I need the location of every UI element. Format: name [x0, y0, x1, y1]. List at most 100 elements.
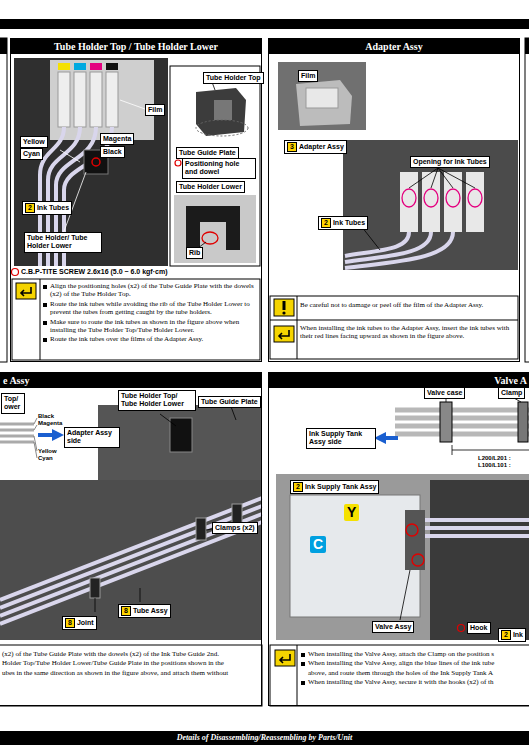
printer-photo — [58, 72, 70, 127]
color-label: Magenta — [100, 133, 134, 145]
tube-assy-photo — [0, 429, 34, 432]
valve-assy-drawing — [405, 510, 425, 570]
adapter-photo — [438, 168, 453, 188]
valve-assy-drawing — [400, 570, 410, 620]
color-label: Cyan — [20, 148, 43, 160]
valve-assy-drawing — [380, 436, 398, 440]
tube-assy-photo — [95, 598, 96, 612]
inset-drawing — [170, 66, 260, 266]
printer-photo — [60, 150, 80, 162]
valve-assy-drawing — [458, 625, 465, 632]
valve-assy-drawing — [280, 654, 290, 663]
printer-photo — [106, 63, 118, 70]
valve-assy-drawing — [406, 524, 418, 536]
adapter-photo — [278, 62, 366, 130]
callout-number: 2 — [293, 482, 303, 492]
valve-assy-drawing — [446, 397, 529, 455]
tube-assy-photo — [0, 645, 262, 706]
label-text: Hook — [470, 624, 488, 631]
part-label: Clamps (x2) — [212, 522, 258, 534]
tube-assy-photo — [0, 498, 262, 600]
note-text: Make sure to route the ink tubes as show… — [42, 318, 258, 335]
callout-number: 2 — [25, 203, 35, 213]
valve-assy-drawing — [297, 645, 298, 706]
valve-assy-drawing — [420, 534, 529, 538]
label-text: Tube Assy — [133, 607, 168, 614]
valve-assy-drawing — [275, 650, 295, 666]
label-text: Positioning hole and dowel — [185, 160, 239, 175]
adapter-photo — [438, 168, 475, 188]
footer-bar: Details of Disassembling/Reassembling by… — [0, 731, 529, 745]
callout-label: 8Tube Assy — [118, 604, 171, 618]
label-text: Joint — [77, 619, 94, 626]
part-label: Top/ ower — [1, 393, 25, 414]
adapter-photo — [343, 140, 518, 270]
section-title: Valve A — [269, 373, 529, 388]
tube-assy-photo — [0, 522, 262, 624]
notes-table — [297, 296, 298, 359]
part-label: Tube Holder Top — [203, 72, 264, 84]
caution-note: Be careful not to damage or peel off the… — [300, 301, 516, 310]
valve-assy-drawing — [420, 520, 529, 536]
page-frame — [525, 38, 529, 54]
inset-drawing — [186, 206, 240, 250]
tube-assy-photo — [90, 578, 100, 598]
tube-assy-photo — [0, 404, 262, 706]
install-note: When installing the ink tubes to the Ada… — [300, 324, 516, 342]
label-text: Film — [301, 72, 315, 79]
inset-drawing — [202, 232, 218, 244]
callout-number: 8 — [65, 618, 75, 628]
inset-drawing — [174, 195, 256, 263]
callout-label: 2Ink — [498, 628, 526, 642]
inset-drawing — [170, 66, 260, 266]
part-label: Positioning hole and dowel — [182, 158, 256, 179]
valve-assy-drawing — [430, 480, 529, 640]
callout-number: 8 — [121, 606, 131, 616]
valve-assy-drawing — [452, 445, 453, 455]
adapter-photo — [306, 88, 338, 108]
printer-photo — [12, 58, 169, 276]
valve-assy-drawing — [452, 450, 529, 451]
tube-assy-photo — [0, 506, 262, 608]
tube-assy-photo — [196, 518, 206, 540]
color-label: Black — [38, 413, 54, 420]
valve-assy-drawing — [518, 402, 528, 442]
note-text: Align the positioning holes (x2) of the … — [42, 282, 258, 299]
valve-assy-drawing — [290, 495, 420, 617]
callout-label: 8Joint — [62, 616, 97, 630]
tube-assy-photo — [0, 435, 34, 438]
page-frame — [0, 38, 7, 362]
label-text: Valve case — [427, 389, 462, 396]
section-panel: Tube Holder Top / Tube Holder LowerTube … — [10, 38, 262, 362]
valve-assy-drawing — [270, 645, 529, 706]
printer-photo — [120, 100, 145, 109]
adapter-photo — [296, 80, 352, 126]
tube-assy-photo — [34, 418, 37, 458]
direction-label: Adapter Assy side — [64, 427, 120, 448]
footer-text: Details of Disassembling/Reassembling by… — [177, 733, 353, 742]
adapter-photo — [468, 189, 482, 207]
valve-assy-drawing — [395, 432, 529, 437]
printer-photo — [92, 158, 100, 166]
section-title: Tube Holder Top / Tube Holder Lower — [11, 39, 261, 54]
part-label: Hook — [467, 622, 491, 634]
notes-table — [270, 296, 518, 359]
part-label: Tube Holder/ Tube Holder Lower — [24, 232, 102, 253]
section-panel: Valve AValve caseClampInk Supply Tank As… — [268, 372, 529, 706]
tank-letter: C — [310, 536, 326, 553]
part-label: Tube Guide Plate — [198, 396, 261, 408]
valve-assy-drawing — [412, 554, 424, 566]
dimension-label: L200/L201 : — [478, 455, 511, 462]
notes-table — [274, 299, 294, 316]
color-label: Cyan — [38, 455, 53, 462]
label-text: Magenta — [103, 135, 131, 142]
adapter-photo — [431, 168, 438, 188]
direction-label: Ink Supply Tank Assy side — [306, 428, 376, 449]
tube-assy-photo — [0, 498, 262, 624]
tube-assy-photo — [0, 480, 262, 640]
printer-photo — [106, 72, 118, 127]
inset-drawing — [214, 100, 232, 120]
notes-table — [274, 326, 294, 342]
tube-assy-photo — [0, 514, 262, 616]
note-text: (x2) of the Tube Guide Plate with the do… — [2, 650, 260, 658]
